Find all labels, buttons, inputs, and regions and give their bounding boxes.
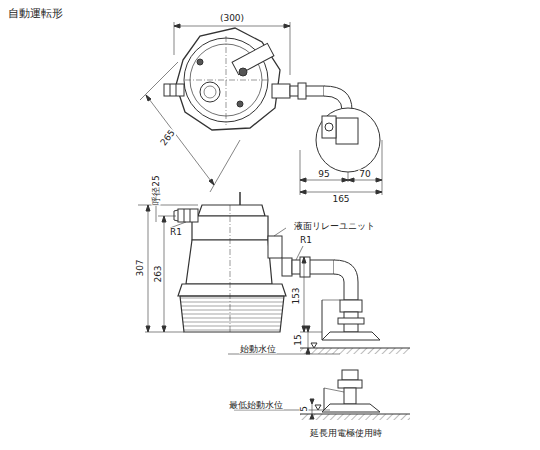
note-label: 延長用電極使用時	[309, 429, 383, 438]
side-view	[138, 192, 410, 354]
dimension-label: 307	[136, 258, 145, 277]
title: 自動運転形	[8, 6, 63, 21]
thread-label: R1	[299, 236, 313, 245]
dimension-label: (300)	[219, 14, 245, 23]
dimension-label: 153	[292, 286, 301, 305]
dimension-label: 15	[294, 333, 303, 346]
top-view	[140, 22, 382, 195]
dimension-label: 265	[159, 128, 178, 149]
part-label: 液面リレーユニット	[293, 222, 376, 231]
dimension-label: 5	[300, 405, 309, 413]
dimension-label: 165	[331, 195, 350, 204]
water-level-label: 最低始動水位	[228, 401, 284, 410]
extension-electrode-view	[234, 370, 410, 420]
water-level-label: 始動水位	[239, 345, 277, 354]
dimension-label: 263	[154, 264, 163, 283]
thread-label: R1	[169, 228, 183, 237]
nominal-size-label: 呼径25	[152, 174, 161, 205]
dimension-label: 70	[358, 170, 371, 179]
dimension-label: 95	[317, 170, 330, 179]
